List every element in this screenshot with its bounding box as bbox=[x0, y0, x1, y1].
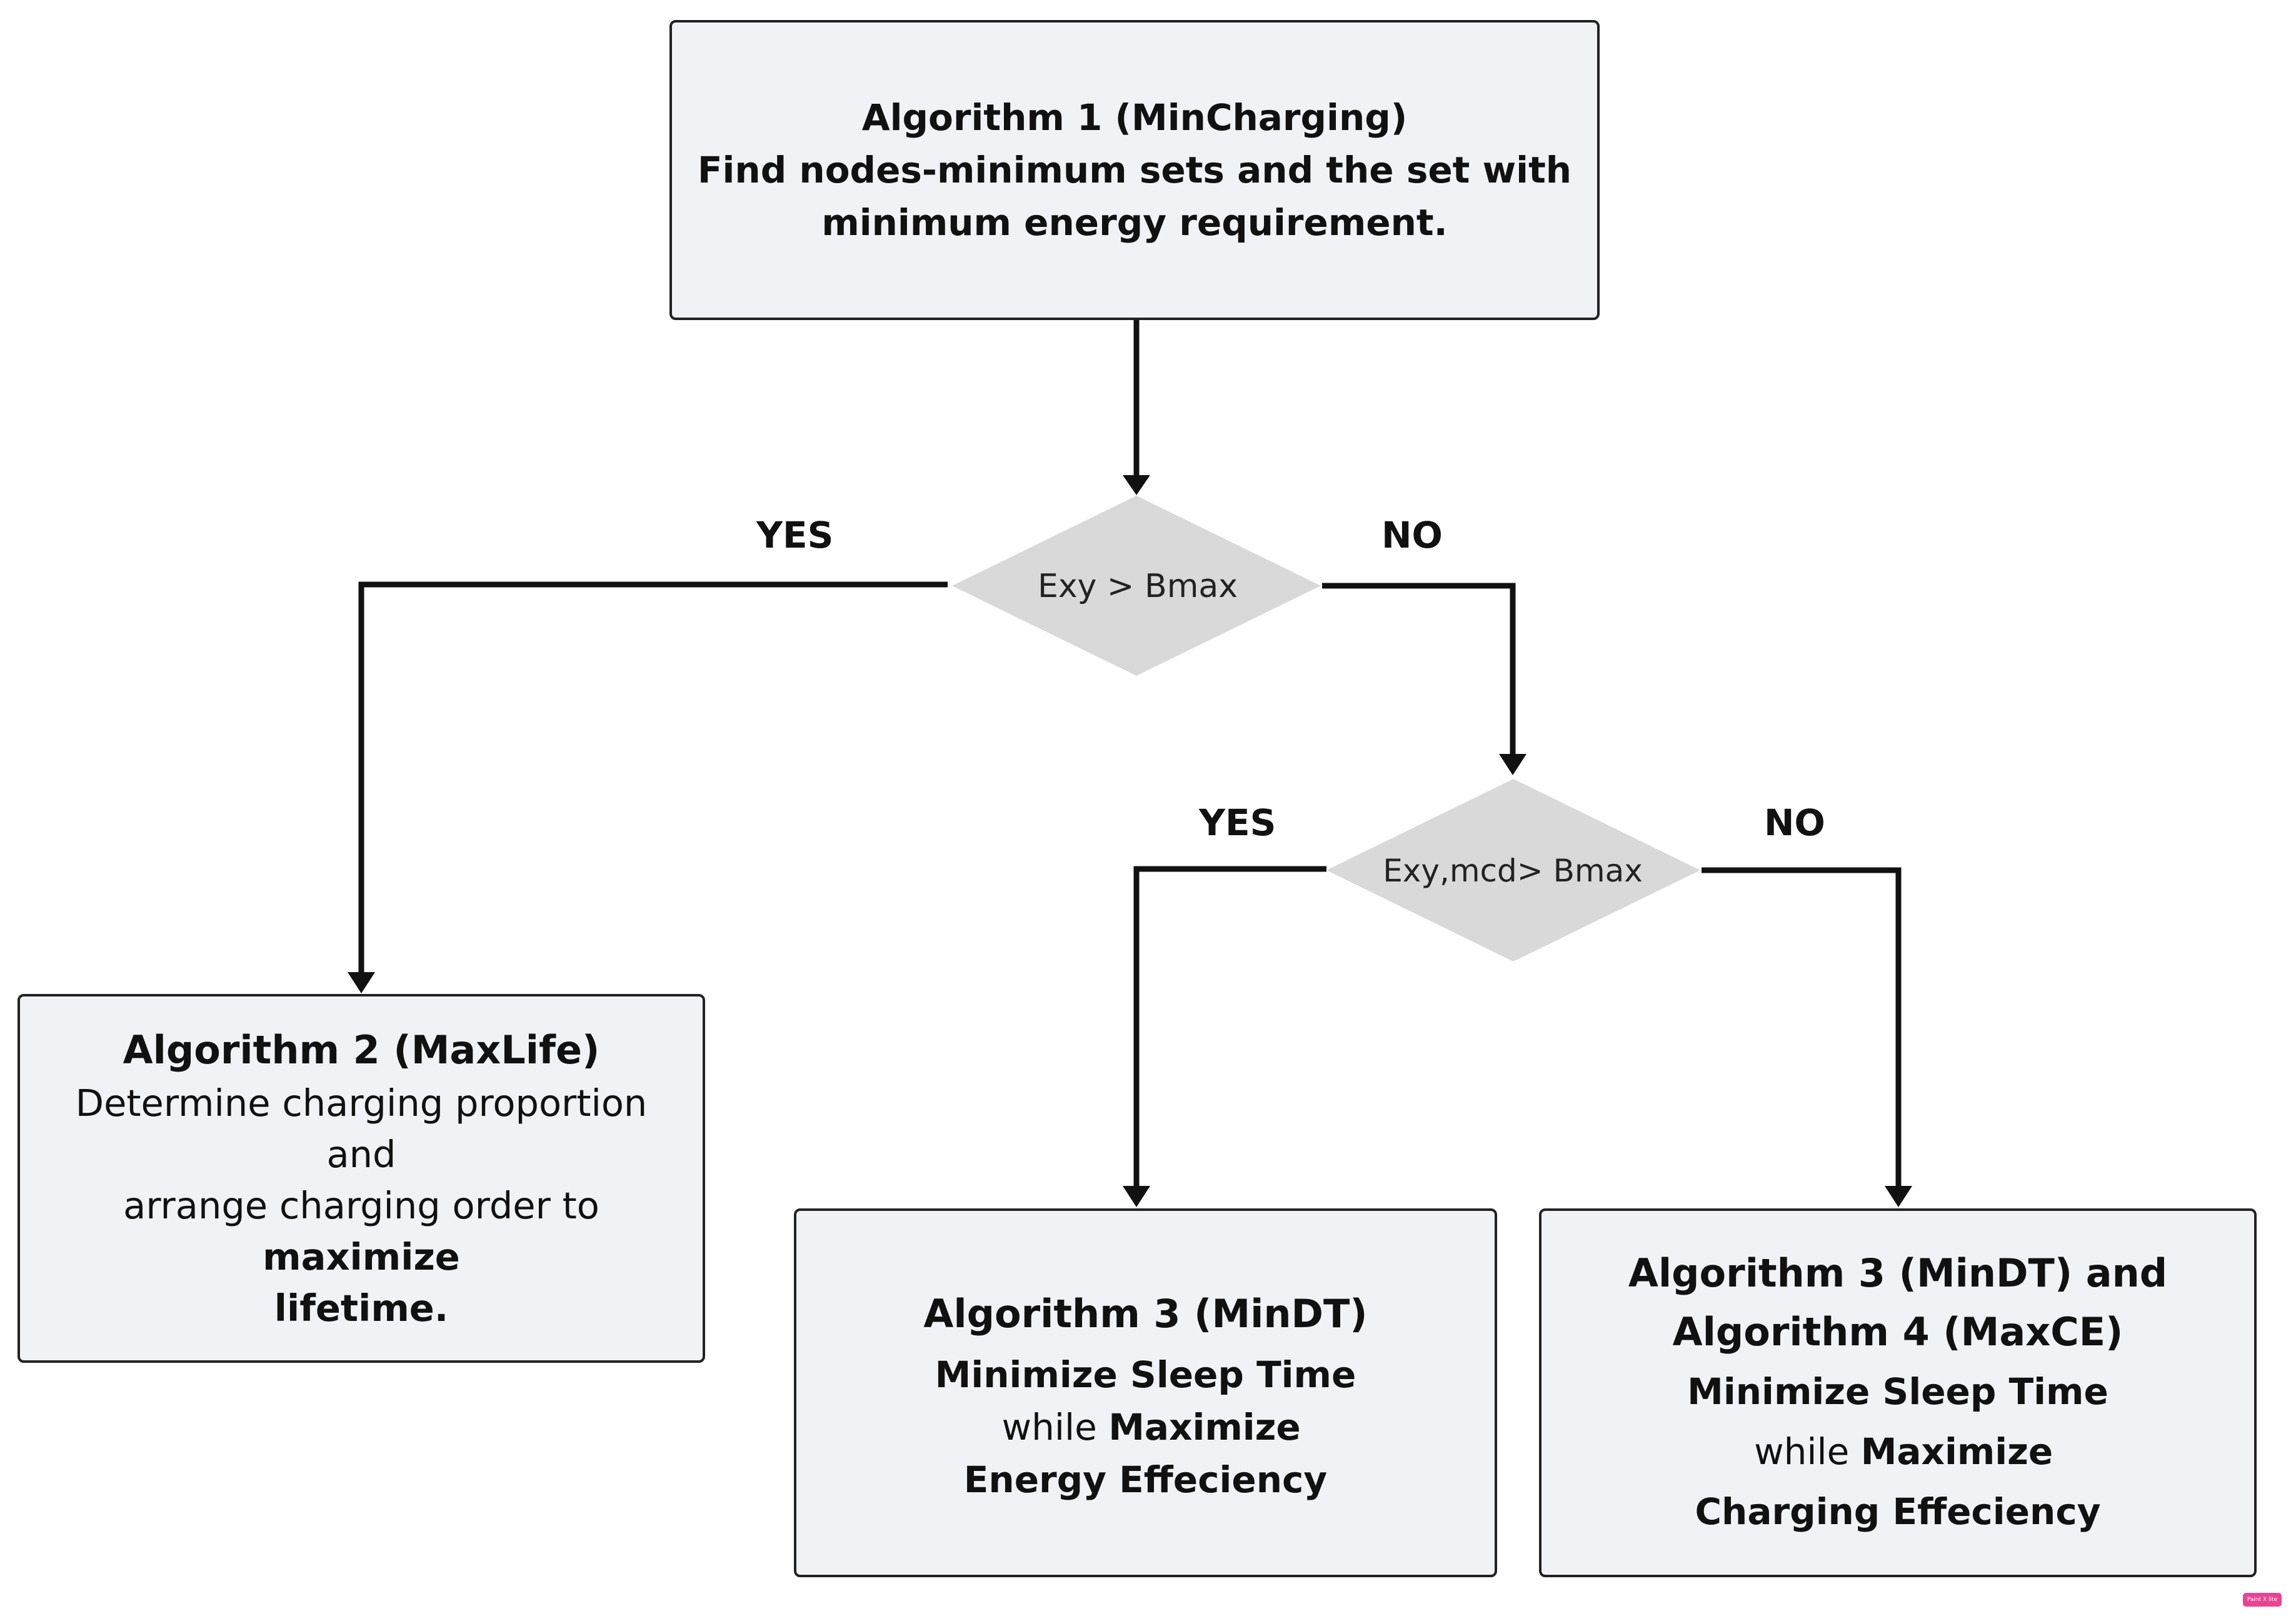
algorithm-2-desc-line2-plain: arrange charging order to bbox=[123, 1184, 599, 1227]
connector-decision2-no bbox=[1702, 867, 1902, 1191]
algorithm-1-desc-line2: minimum energy requirement. bbox=[821, 201, 1448, 244]
algorithm-2-desc-line3: lifetime. bbox=[274, 1287, 449, 1330]
algorithm-1-desc-line1: Find nodes-minimum sets and the set with bbox=[697, 149, 1572, 191]
connector-decision1-no bbox=[1322, 583, 1516, 756]
decision-2-no-label: NO bbox=[1764, 801, 1825, 844]
algorithm-3-and-4-desc-bold1: Minimize Sleep Time bbox=[1687, 1370, 2108, 1413]
algorithm-3-title: Algorithm 3 (MinDT) bbox=[923, 1291, 1368, 1337]
algorithm-3-desc-bold2: Maximize bbox=[1108, 1406, 1301, 1448]
algorithm-3-and-4-desc-line2: Charging Effeciency bbox=[1695, 1490, 2101, 1533]
algorithm-2-desc-line1: Determine charging proportion and bbox=[75, 1082, 648, 1176]
algorithm-3-box: Algorithm 3 (MinDT) Minimize Sleep Time … bbox=[794, 1208, 1497, 1577]
algorithm-3-and-4-desc-line1: Minimize Sleep Time while Maximize bbox=[1542, 1362, 2254, 1482]
algorithm-3-and-4-desc-bold2: Maximize bbox=[1860, 1430, 2053, 1473]
decision-1-no-label: NO bbox=[1381, 514, 1443, 556]
algorithm-3-and-4-box: Algorithm 3 (MinDT) and Algorithm 4 (Max… bbox=[1539, 1208, 2257, 1577]
algorithm-3-and-4-desc-plain: while bbox=[1742, 1430, 1861, 1473]
decision-1-condition: Exy > Bmax bbox=[1038, 568, 1238, 605]
decision-2-condition: Exy,mcd> Bmax bbox=[1383, 853, 1643, 889]
algorithm-3-desc-line1: Minimize Sleep Time while Maximize bbox=[796, 1348, 1495, 1453]
arrowhead-decision1 bbox=[1123, 475, 1150, 495]
algorithm-2-box: Algorithm 2 (MaxLife) Determine charging… bbox=[18, 994, 705, 1363]
algorithm-2-desc-line2: arrange charging order to maximize bbox=[20, 1180, 703, 1283]
connector-decision1-yes bbox=[358, 581, 948, 977]
arrowhead-alg2 bbox=[348, 972, 375, 993]
algorithm-3-desc-plain: while bbox=[990, 1406, 1109, 1448]
watermark-badge: Paint X lite bbox=[2243, 1593, 2282, 1607]
algorithm-2-desc-line2-bold: maximize bbox=[263, 1235, 460, 1278]
algorithm-2-title: Algorithm 2 (MaxLife) bbox=[123, 1027, 600, 1073]
arrowhead-alg3 bbox=[1123, 1186, 1150, 1207]
decision-1-yes-label: YES bbox=[756, 514, 834, 556]
algorithm-3-desc-bold1: Minimize Sleep Time bbox=[935, 1353, 1356, 1396]
algorithm-3-desc-line2: Energy Effeciency bbox=[963, 1458, 1328, 1501]
connector-decision2-yes bbox=[1133, 866, 1326, 1191]
decision-2-yes-label: YES bbox=[1199, 801, 1276, 844]
arrowhead-decision2 bbox=[1499, 754, 1526, 775]
algorithm-1-title: Algorithm 1 (MinCharging) bbox=[861, 96, 1408, 139]
algorithm-3-and-4-title-line1: Algorithm 3 (MinDT) and bbox=[1628, 1250, 2168, 1296]
algorithm-3-and-4-title-line2: Algorithm 4 (MaxCE) bbox=[1672, 1309, 2123, 1355]
arrowhead-alg34 bbox=[1885, 1186, 1912, 1207]
algorithm-1-box: Algorithm 1 (MinCharging) Find nodes-min… bbox=[669, 20, 1600, 320]
